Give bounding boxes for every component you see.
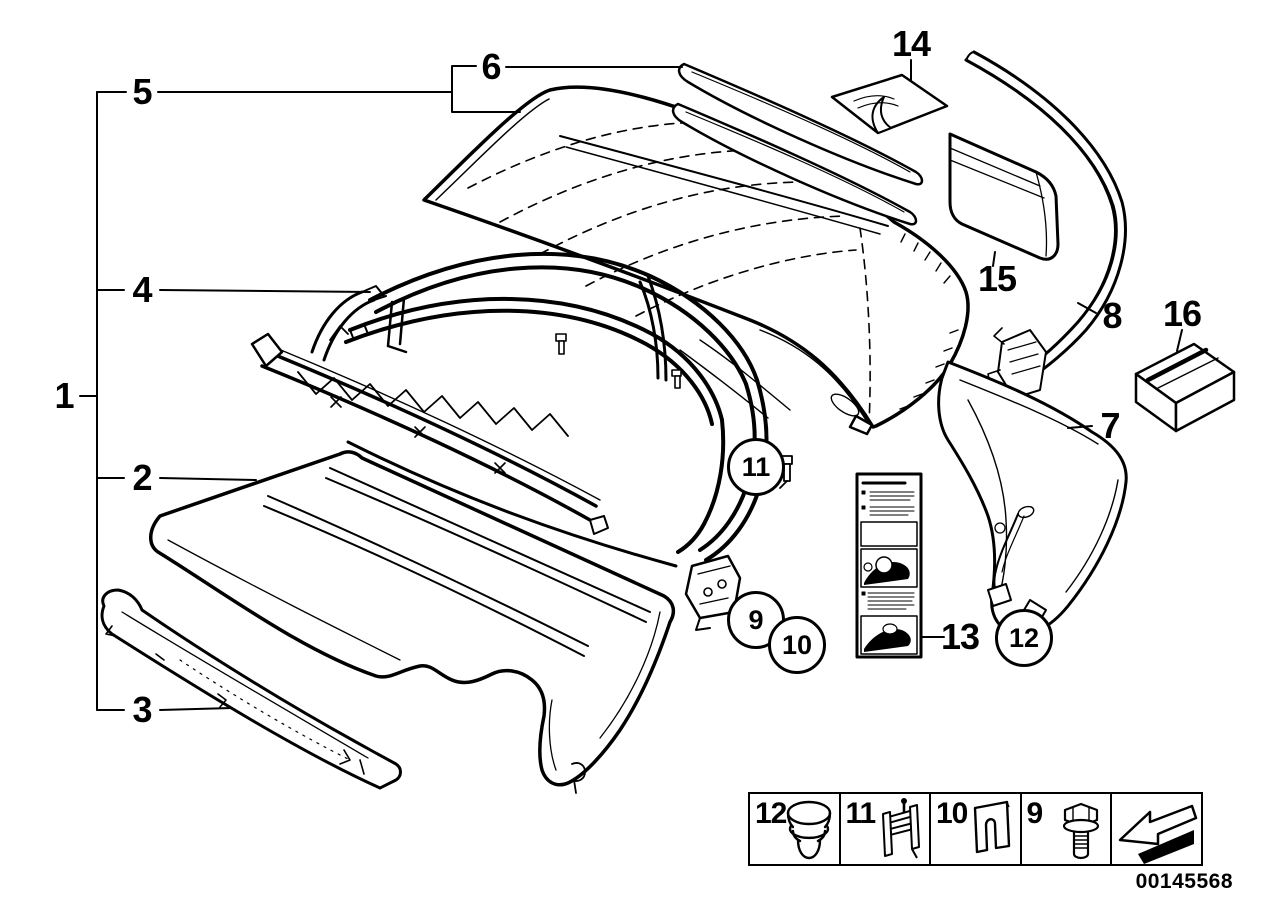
repair-kit-box-part xyxy=(1134,342,1236,433)
hinge-bracket-icon xyxy=(881,798,920,859)
leader-lines xyxy=(79,59,1183,711)
fasteners-legend: 12 11 10 xyxy=(748,792,1203,866)
legend-cell-12: 12 xyxy=(748,792,841,866)
pad-part xyxy=(948,132,1060,261)
seal-strip-part xyxy=(964,50,1127,399)
frame-part xyxy=(250,251,793,631)
headliner-part xyxy=(149,450,676,794)
folding-top-cover-part xyxy=(422,85,970,436)
tension-strap-part xyxy=(671,62,924,226)
legend-cell-9: 9 xyxy=(1019,792,1113,866)
front-strip-part xyxy=(100,588,402,790)
rear-trim-part xyxy=(937,360,1128,636)
u-clip-icon xyxy=(973,800,1011,854)
legend-cell-label: 9 xyxy=(1026,797,1044,830)
repair-patch-part xyxy=(830,73,949,135)
legend-cell-10: 10 xyxy=(929,792,1022,866)
legend-cell-arrow xyxy=(1110,792,1203,866)
continue-arrow-icon xyxy=(1118,804,1198,864)
legend-cell-11: 11 xyxy=(838,792,932,866)
legend-cell-label: 11 xyxy=(845,797,877,830)
instruction-label-part xyxy=(855,472,923,659)
legend-cell-label: 12 xyxy=(755,797,787,830)
legend-cell-label: 10 xyxy=(936,797,968,830)
hex-bolt-icon xyxy=(1062,802,1099,860)
mounting-bracket-part xyxy=(684,554,742,631)
rivet-clip-icon xyxy=(786,800,832,860)
image-id: 00145568 xyxy=(1135,870,1233,893)
